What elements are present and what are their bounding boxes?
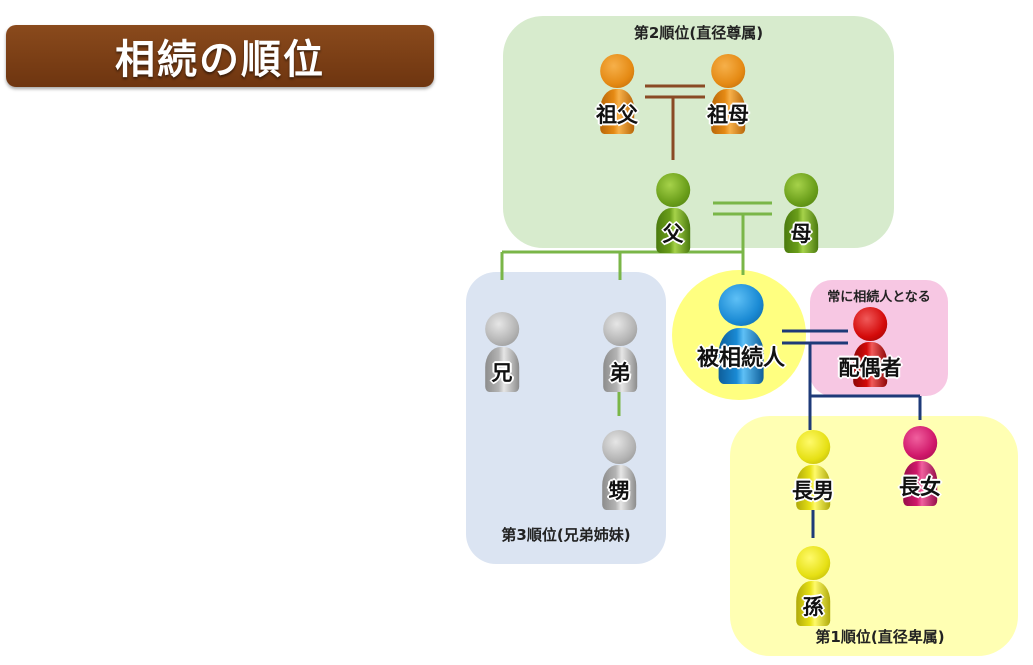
elder-brother-label: 兄 [491, 360, 513, 385]
grandfather-head-icon [600, 54, 634, 88]
father-head-icon [656, 173, 690, 207]
spouse-head-icon [853, 307, 887, 341]
nephew-label: 甥 [608, 478, 630, 503]
person-younger-brother: 弟 [590, 312, 650, 392]
descendant-group-panel [730, 416, 1018, 656]
elder-brother-head-icon [485, 312, 519, 346]
person-grandchild: 孫 [783, 546, 843, 626]
grandchild-label: 孫 [802, 594, 824, 619]
person-eldest-son: 長男 [783, 430, 843, 510]
grandmother-head-icon [711, 54, 745, 88]
eldest-daughter-label: 長女 [899, 474, 941, 499]
younger-brother-head-icon [603, 312, 637, 346]
person-grandfather: 祖父 [587, 54, 647, 134]
person-father: 父 [643, 173, 703, 253]
father-label: 父 [662, 221, 684, 246]
mother-head-icon [784, 173, 818, 207]
mother-label: 母 [790, 221, 812, 246]
person-nephew: 甥 [589, 430, 649, 510]
person-spouse: 配偶者 [839, 307, 902, 387]
younger-brother-label: 弟 [609, 360, 631, 385]
deceased-label: 被相続人 [696, 346, 785, 371]
descendant-group-caption: 第1順位(直径卑属) [815, 628, 945, 646]
eldest-son-head-icon [796, 430, 830, 464]
page-title: 相続の順位 [6, 25, 434, 87]
deceased-head-icon [718, 284, 764, 326]
eldest-son-label: 長男 [792, 478, 834, 503]
grandmother-label: 祖母 [707, 102, 749, 127]
ascendant-group-panel [503, 16, 894, 248]
person-eldest-daughter: 長女 [890, 426, 950, 506]
grandfather-label: 祖父 [596, 102, 638, 127]
eldest-daughter-head-icon [903, 426, 937, 460]
spouse-label: 配偶者 [838, 355, 902, 380]
ascendant-group-caption: 第2順位(直径尊属) [633, 24, 764, 42]
sibling-group-caption: 第3順位(兄弟姉妹) [501, 526, 631, 544]
person-mother: 母 [771, 173, 831, 253]
spouse-note-caption: 常に相続人となる [827, 290, 931, 305]
nephew-head-icon [602, 430, 636, 464]
person-deceased: 被相続人 [697, 284, 785, 384]
person-grandmother: 祖母 [698, 54, 758, 134]
grandchild-head-icon [796, 546, 830, 580]
person-elder-brother: 兄 [472, 312, 532, 392]
